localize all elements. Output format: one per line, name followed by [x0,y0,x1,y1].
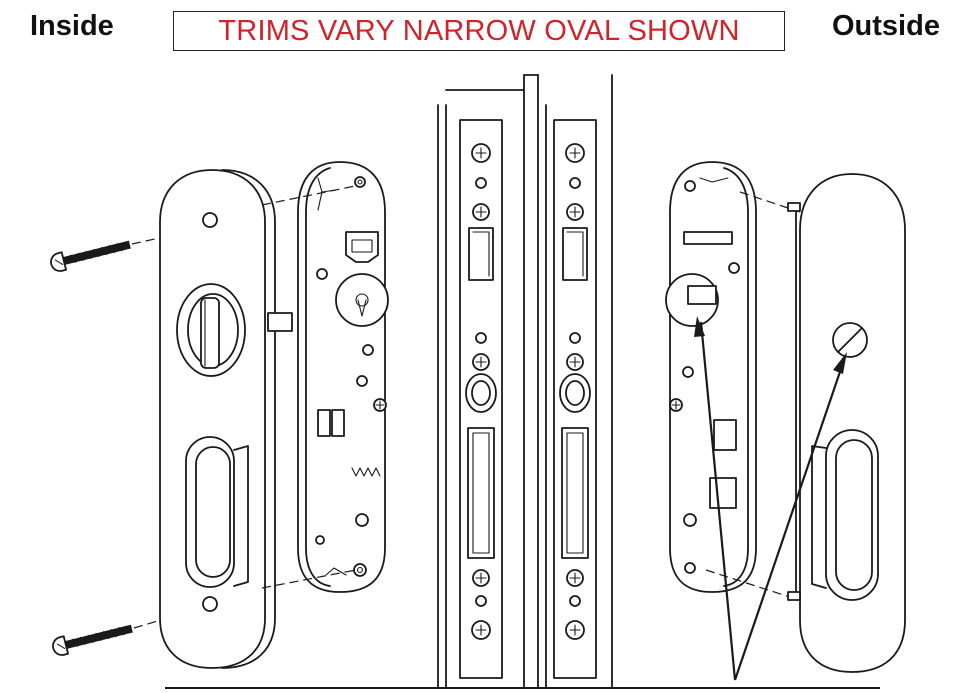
inside-backplate [297,161,389,593]
callout-arrows [694,316,847,681]
right-faceplate [553,119,597,679]
trim-note-banner: TRIMS VARY NARROW OVAL SHOWN [173,11,785,51]
thumbturn-icon [176,283,246,377]
left-faceplate [459,119,503,679]
emergency-release-icon [832,322,868,358]
inside-bottom-screw-icon [52,624,133,656]
inside-top-screw-icon [50,240,131,272]
outside-trim-plate [787,173,906,673]
inside-trim-plate [159,169,293,669]
outside-label: Outside [832,10,940,42]
inside-label: Inside [30,10,114,42]
outside-backplate [665,161,757,593]
door-edge [165,74,880,689]
